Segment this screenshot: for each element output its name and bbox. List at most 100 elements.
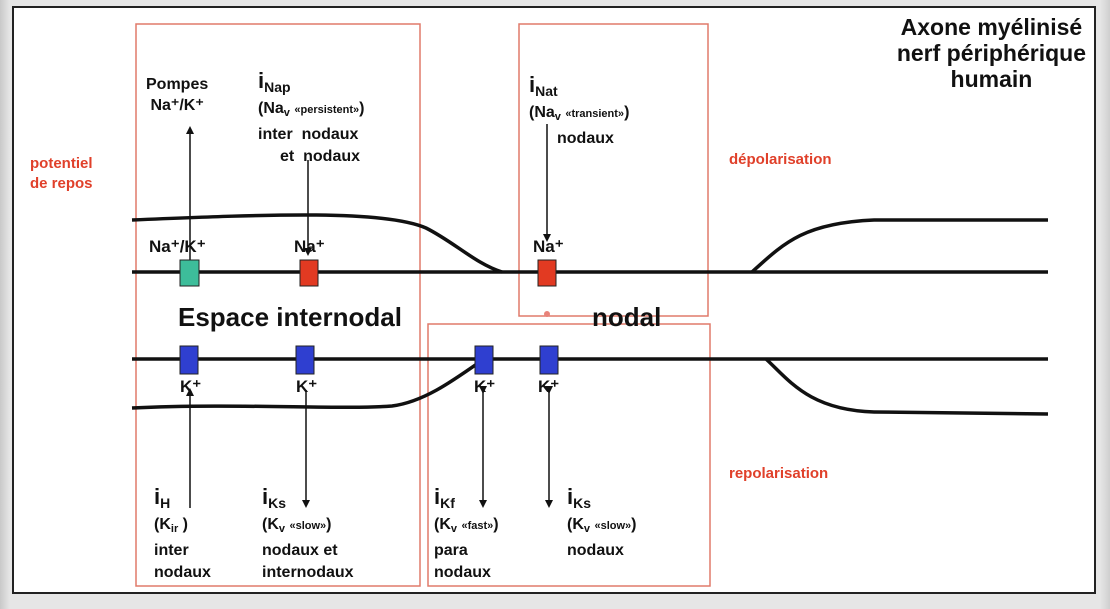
inat-label: iNat (Nav «transient») nodaux xyxy=(529,74,629,150)
na-transient-channel xyxy=(537,259,557,287)
resting-label-line-2: de repos xyxy=(30,175,93,192)
iks-internodal-name-text: i xyxy=(262,484,269,509)
ikf-label: iKf (Kv «fast») para nodaux xyxy=(434,486,499,584)
iks-nodal-type-note: «slow» xyxy=(594,520,632,532)
upper-myelin-curve-left xyxy=(131,213,503,274)
iks-nodal-type-close: ) xyxy=(631,516,637,533)
k-ih-ion-label: K⁺ xyxy=(180,377,202,396)
iks-nodal-type-main: (K xyxy=(567,516,584,533)
k-fast-paranodal-channel xyxy=(474,345,494,375)
ikf-name-text: i xyxy=(434,484,441,509)
depolarization-label: dépolarisation xyxy=(729,151,832,168)
ih-location-line-2: nodaux xyxy=(154,564,211,581)
slide: Axone myélinisé nerf périphérique humain… xyxy=(12,6,1096,594)
iks-nodal-name: iKs xyxy=(567,486,636,514)
iks-internodal-location-line-2: internodaux xyxy=(262,564,354,581)
resting-potential-label: potentiel de repos xyxy=(30,154,93,194)
iks-internodal-type-main: (K xyxy=(262,516,279,533)
ikf-location-line-1: para xyxy=(434,542,468,559)
title: Axone myélinisé nerf périphérique humain xyxy=(897,14,1086,92)
iks-nodal-name-sub: Ks xyxy=(573,495,592,511)
ikf-location-line-2: nodaux xyxy=(434,564,491,581)
ih-label: iH (Kir ) inter nodaux xyxy=(154,486,211,584)
k-fast-ion-label: K⁺ xyxy=(474,377,496,396)
upper-myelin-curve-right xyxy=(750,218,1048,274)
ikf-type: (Kv «fast») xyxy=(434,514,499,540)
iks-nodal-label: iKs (Kv «slow») nodaux xyxy=(567,486,636,562)
ikf-type-main: (K xyxy=(434,516,451,533)
ikf-type-sub: v xyxy=(450,523,458,535)
iks-internodal-type-note: «slow» xyxy=(289,520,327,532)
node-marker-dot xyxy=(544,311,550,317)
iks-internodal-name: iKs xyxy=(262,486,354,514)
iks-internodal-type: (Kv «slow») xyxy=(262,514,354,540)
iks-internodal-location-line-1: nodaux et xyxy=(262,542,338,559)
k-slow-internodal-channel xyxy=(295,345,315,375)
title-line-1: Axone myélinisé xyxy=(900,14,1083,40)
inap-type-note: «persistent» xyxy=(294,104,360,116)
repolarization-label: repolarisation xyxy=(729,465,829,482)
ih-location-line-1: inter xyxy=(154,542,189,559)
internodal-region-box xyxy=(135,23,421,587)
pumps-label: Pompes Na⁺/K⁺ xyxy=(146,74,208,116)
pumps-label-line-1: Pompes xyxy=(146,76,209,93)
ih-type: (Kir ) xyxy=(154,514,211,540)
axon-diagram xyxy=(131,23,1049,587)
ikf-name: iKf xyxy=(434,486,499,514)
lower-myelin-curve-right xyxy=(764,357,1049,416)
ih-name-text: i xyxy=(154,484,161,509)
k-slow-internodal-ion-label: K⁺ xyxy=(296,377,318,396)
lower-myelin-curve-left xyxy=(131,357,486,410)
inat-type: (Nav «transient») xyxy=(529,102,629,128)
iks-nodal-type: (Kv «slow») xyxy=(567,514,636,540)
k-slow-nodal-ion-label: K⁺ xyxy=(538,377,560,396)
inap-type-main: (Na xyxy=(258,100,284,117)
nodal-label: nodal xyxy=(592,302,662,332)
na-persistent-channel xyxy=(299,259,319,287)
pumps-label-line-2: Na⁺/K⁺ xyxy=(150,97,204,114)
inap-location-line-1: inter nodaux xyxy=(258,126,359,143)
inap-label: iNap (Nav «persistent») inter nodaux et … xyxy=(258,70,365,168)
iks-internodal-label: iKs (Kv «slow») nodaux et internodaux xyxy=(262,486,354,584)
nodal-repolarization-box xyxy=(427,323,711,587)
inat-name-sub: Nat xyxy=(535,83,558,99)
ih-type-close: ) xyxy=(178,516,189,533)
inat-type-main: (Na xyxy=(529,104,555,121)
na-transient-ion-label: Na⁺ xyxy=(533,237,564,256)
ih-name: iH xyxy=(154,486,211,514)
ih-type-main: (K xyxy=(154,516,171,533)
inat-type-note: «transient» xyxy=(565,108,625,120)
ih-name-sub: H xyxy=(160,495,171,511)
inat-name-text: i xyxy=(529,72,536,97)
ikf-type-note: «fast» xyxy=(461,520,494,532)
iks-nodal-name-text: i xyxy=(567,484,574,509)
k-ih-channel xyxy=(179,345,199,375)
iks-nodal-location-line-1: nodaux xyxy=(567,542,624,559)
inat-type-sub: v xyxy=(554,111,561,123)
nodal-depolarization-box xyxy=(518,23,709,317)
ikf-name-sub: Kf xyxy=(440,495,455,511)
inap-type: (Nav «persistent») xyxy=(258,98,365,124)
ih-type-sub: ir xyxy=(170,523,179,535)
iks-internodal-type-sub: v xyxy=(278,523,286,535)
title-line-3: humain xyxy=(950,66,1033,92)
inap-type-close: ) xyxy=(359,100,365,117)
internodal-space-label: Espace internodal xyxy=(178,302,402,332)
na-k-pump-channel xyxy=(179,259,200,287)
k-slow-nodal-channel xyxy=(539,345,559,375)
pump-ion-label: Na⁺/K⁺ xyxy=(149,237,206,256)
inap-type-sub: v xyxy=(283,107,290,119)
na-persistent-ion-label: Na⁺ xyxy=(294,237,325,256)
iks-internodal-type-close: ) xyxy=(326,516,332,533)
inat-location-line-1: nodaux xyxy=(557,130,614,147)
inap-name-text: i xyxy=(258,68,265,93)
title-line-2: nerf périphérique xyxy=(896,40,1086,66)
iks-nodal-type-sub: v xyxy=(583,523,591,535)
resting-label-line-1: potentiel xyxy=(30,155,93,172)
inap-name-sub: Nap xyxy=(264,79,291,95)
inat-name: iNat xyxy=(529,74,629,102)
inap-name: iNap xyxy=(258,70,365,98)
iks-internodal-name-sub: Ks xyxy=(268,495,287,511)
inap-location-line-2: et nodaux xyxy=(280,148,361,165)
